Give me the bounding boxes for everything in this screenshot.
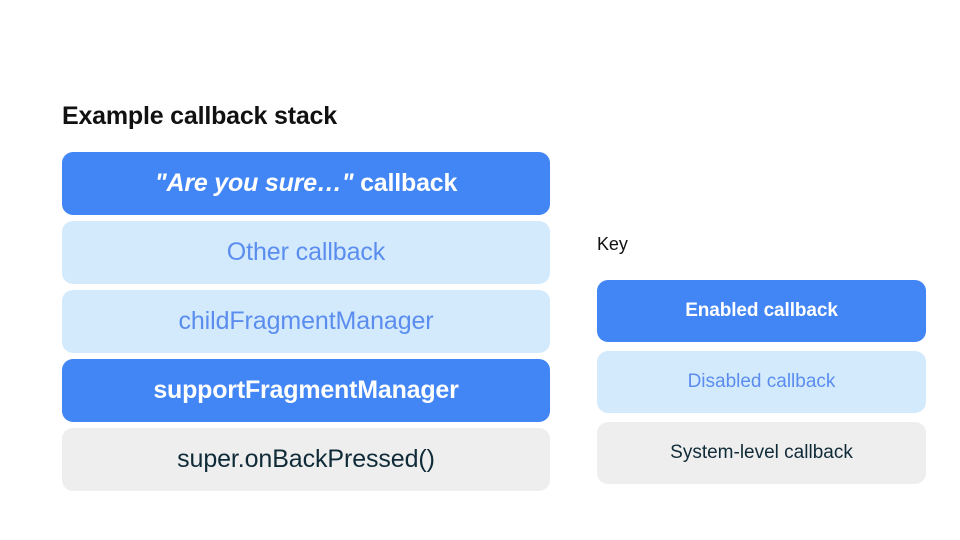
key-item-label: System-level callback (670, 442, 853, 463)
callback-stack-list: "Are you sure…" callback Other callback … (62, 152, 550, 491)
key-panel: Key Enabled callback Disabled callback S… (597, 232, 926, 484)
callback-stack-panel: Example callback stack "Are you sure…" c… (62, 100, 550, 491)
stack-item-child-fragment-manager: childFragmentManager (62, 290, 550, 353)
key-list: Enabled callback Disabled callback Syste… (597, 280, 926, 484)
stack-item-label: childFragmentManager (178, 307, 434, 335)
key-item-label: Disabled callback (687, 371, 836, 392)
key-item-enabled-callback: Enabled callback (597, 280, 926, 342)
key-item-system-level-callback: System-level callback (597, 422, 926, 484)
stack-item-label: "Are you sure…" callback (154, 169, 458, 198)
stack-item-other-callback: Other callback (62, 221, 550, 284)
stack-item-are-you-sure-callback: "Are you sure…" callback (62, 152, 550, 215)
stack-item-super-on-back-pressed: super.onBackPressed() (62, 428, 550, 491)
stack-item-label-quoted: "Are you sure…" (154, 169, 354, 197)
page-title: Example callback stack (62, 102, 337, 130)
key-item-label: Enabled callback (685, 300, 838, 321)
key-item-disabled-callback: Disabled callback (597, 351, 926, 413)
key-title: Key (597, 234, 628, 254)
stack-item-support-fragment-manager: supportFragmentManager (62, 359, 550, 422)
stack-item-label: supportFragmentManager (153, 376, 459, 404)
stack-item-label: super.onBackPressed() (177, 445, 435, 473)
stack-item-label: Other callback (226, 238, 386, 266)
stack-item-label-trailing: callback (353, 169, 458, 197)
